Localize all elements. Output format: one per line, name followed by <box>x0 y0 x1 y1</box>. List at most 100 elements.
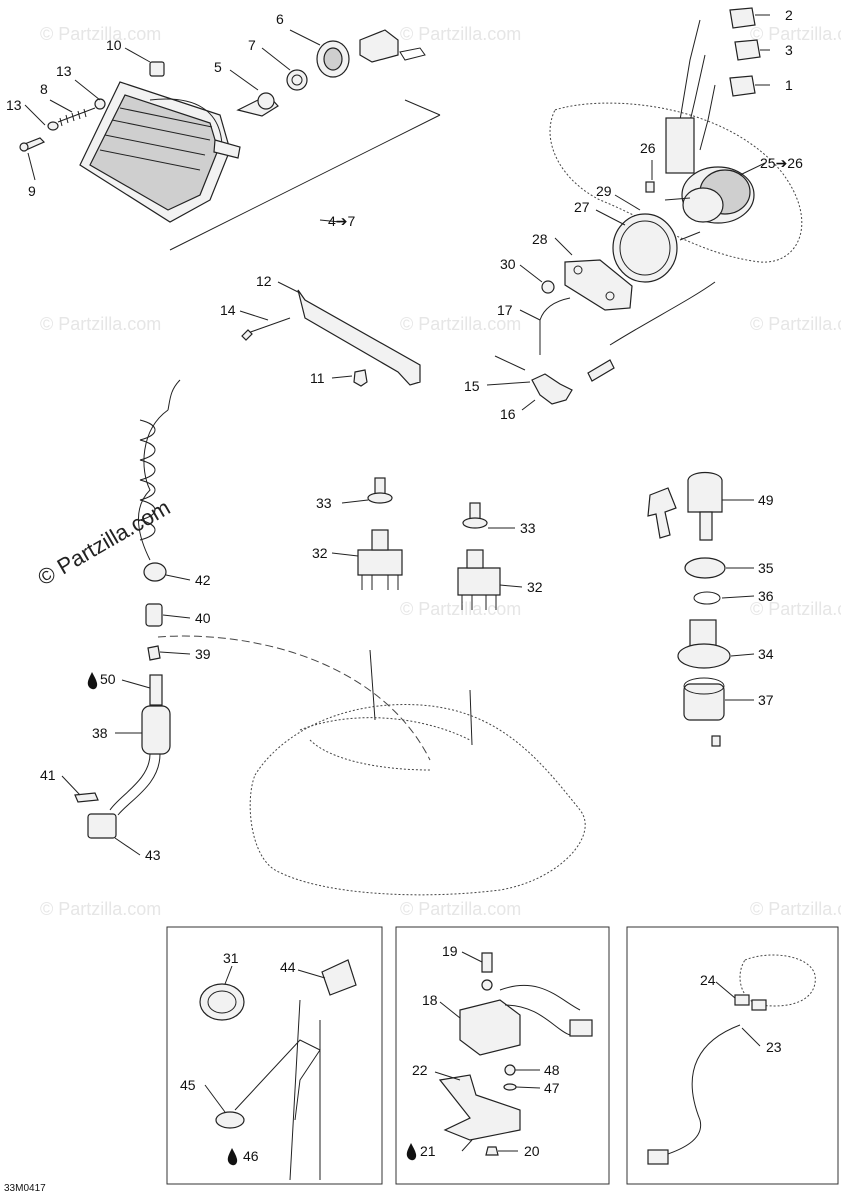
part-10 <box>149 61 165 77</box>
watermarks: © Partzilla.com © Partzilla.com © Partzi… <box>40 24 841 919</box>
callout-32: 32 <box>527 579 543 595</box>
callout-29: 29 <box>596 183 612 199</box>
ignition-switch <box>647 471 731 747</box>
callout-18: 18 <box>422 992 438 1008</box>
callout-5: 5 <box>214 59 222 75</box>
callout-10: 10 <box>106 37 122 53</box>
callout-27: 27 <box>574 199 590 215</box>
bracket-22 <box>438 1074 521 1141</box>
callout-32: 32 <box>312 545 328 561</box>
detail-center-parts <box>438 952 593 1156</box>
callout-35: 35 <box>758 560 774 576</box>
callout-47: 47 <box>544 1080 560 1096</box>
callout-33: 33 <box>316 495 332 511</box>
connector-43 <box>87 813 117 839</box>
svg-text:© Partzilla.com: © Partzilla.com <box>750 899 841 919</box>
callout-1: 1 <box>785 77 793 93</box>
key <box>647 487 677 539</box>
callout-49: 49 <box>758 492 774 508</box>
callout-7: 7 <box>248 37 256 53</box>
callout-42: 42 <box>195 572 211 588</box>
callout-44: 44 <box>280 959 296 975</box>
callout-33: 33 <box>520 520 536 536</box>
callout-28: 28 <box>532 231 548 247</box>
callout-22: 22 <box>412 1062 428 1078</box>
switch-3 <box>734 39 761 61</box>
callout-20: 20 <box>524 1143 540 1159</box>
part-37 <box>683 683 725 721</box>
bracket-28 <box>564 259 633 311</box>
callout-13: 13 <box>56 63 72 79</box>
part-18 <box>459 999 521 1056</box>
headlamp-assembly <box>19 29 441 251</box>
callout-12: 12 <box>256 273 272 289</box>
callout-31: 31 <box>223 950 239 966</box>
callout-3: 3 <box>785 42 793 58</box>
callout-43: 43 <box>145 847 161 863</box>
callout-8: 8 <box>40 81 48 97</box>
callout-17: 17 <box>497 302 513 318</box>
callout-39: 39 <box>195 646 211 662</box>
callout-37: 37 <box>758 692 774 708</box>
switch-32a <box>357 549 403 576</box>
callout-23: 23 <box>766 1039 782 1055</box>
svg-text:© Partzilla.com: © Partzilla.com <box>40 24 161 44</box>
callout-38: 38 <box>92 725 108 741</box>
detail-right-parts <box>647 954 816 1165</box>
detail-left-parts <box>199 959 357 1181</box>
svg-text:© Partzilla.com: © Partzilla.com <box>750 24 841 44</box>
callout-21: 21 <box>420 1143 436 1159</box>
callout-13: 13 <box>6 97 22 113</box>
mount-bracket <box>241 289 421 387</box>
callouts: 10 13 8 13 9 5 7 6 4➔7 2 3 1 26 25➔26 29… <box>6 7 803 1164</box>
callout-34: 34 <box>758 646 774 662</box>
callout-40: 40 <box>195 610 211 626</box>
toggle-switches <box>357 477 501 746</box>
svg-text:© Partzilla.com: © Partzilla.com <box>750 314 841 334</box>
part-35 <box>684 557 726 579</box>
switch-32b <box>457 567 501 596</box>
part-44 <box>321 959 357 996</box>
callout-6: 6 <box>276 11 284 27</box>
callout-36: 36 <box>758 588 774 604</box>
part-45 <box>215 1111 245 1129</box>
diagram-code: 33M0417 <box>4 1183 46 1194</box>
svg-text:© Partzilla.com: © Partzilla.com <box>400 24 521 44</box>
svg-text:© Partzilla.com: © Partzilla.com <box>40 314 161 334</box>
callout-15: 15 <box>464 378 480 394</box>
callout-2: 2 <box>785 7 793 23</box>
gauge-cluster <box>494 7 803 405</box>
callout-24: 24 <box>700 972 716 988</box>
svg-text:© Partzilla.com: © Partzilla.com <box>400 599 521 619</box>
detail-box-center <box>395 926 610 1185</box>
detail-box-right <box>626 926 839 1185</box>
callout-46: 46 <box>243 1148 259 1164</box>
part-40 <box>145 603 163 627</box>
callout-26: 26 <box>640 140 656 156</box>
switch-1 <box>729 75 756 97</box>
callout-16: 16 <box>500 406 516 422</box>
callout-9: 9 <box>28 183 36 199</box>
callout-19: 19 <box>442 943 458 959</box>
callout-50: 50 <box>100 671 116 687</box>
gasket <box>612 213 678 283</box>
callout-48: 48 <box>544 1062 560 1078</box>
callout-25-26: 25➔26 <box>760 155 803 171</box>
key-49 <box>687 471 723 513</box>
callout-41: 41 <box>40 767 56 783</box>
part-31 <box>199 983 245 1021</box>
callout-14: 14 <box>220 302 236 318</box>
switch-2 <box>729 7 756 29</box>
svg-text:© Partzilla.com: © Partzilla.com <box>400 899 521 919</box>
svg-text:© Partzilla.com: © Partzilla.com <box>750 599 841 619</box>
detail-box-left <box>166 926 383 1185</box>
part-38 <box>141 705 171 755</box>
callout-45: 45 <box>180 1077 196 1093</box>
oil-drop-icon <box>87 672 417 1166</box>
part-34 <box>677 643 731 669</box>
callout-4-7: 4➔7 <box>328 213 356 229</box>
callout-11: 11 <box>310 370 325 386</box>
leader-lines <box>24 14 770 1152</box>
hood-outline <box>157 635 586 896</box>
